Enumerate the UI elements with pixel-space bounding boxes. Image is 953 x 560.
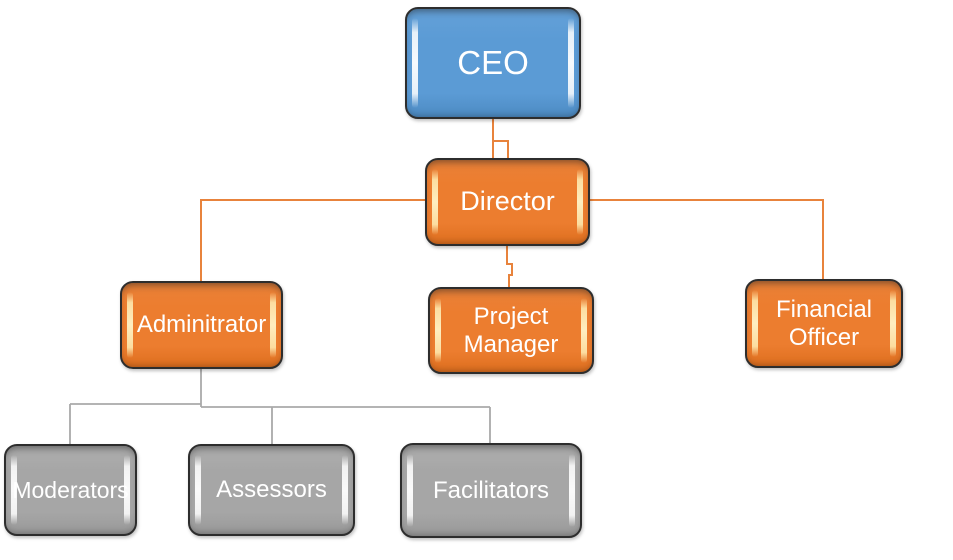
org-node-ceo-label: CEO (457, 44, 529, 82)
org-node-assessors[interactable]: Assessors (188, 444, 355, 536)
org-node-facilitators-label: Facilitators (432, 476, 550, 504)
org-node-moderators[interactable]: Moderators (4, 444, 137, 536)
org-node-assessors-label: Assessors (216, 476, 327, 504)
org-node-adminitrator-label: Adminitrator (136, 311, 267, 339)
org-node-project-manager-label: Project Manager (463, 302, 559, 358)
org-node-director[interactable]: Director (425, 158, 590, 246)
org-node-financial-officer[interactable]: Financial Officer (745, 279, 903, 368)
org-node-ceo[interactable]: CEO (405, 7, 581, 119)
org-node-adminitrator[interactable]: Adminitrator (120, 281, 283, 369)
org-node-director-label: Director (460, 186, 555, 217)
connector-bus-right (201, 406, 491, 445)
org-node-facilitators[interactable]: Facilitators (400, 443, 582, 538)
org-node-moderators-label: Moderators (12, 476, 129, 503)
connector-director-adminitrator (200, 199, 425, 281)
org-node-financial-officer-label: Financial Officer (775, 295, 873, 351)
org-node-project-manager[interactable]: Project Manager (428, 287, 594, 374)
connector-bus-left (69, 403, 201, 444)
connector-director-project-manager (506, 245, 513, 287)
connector-ceo-director (492, 118, 509, 158)
connector-director-financial-officer (590, 199, 824, 279)
